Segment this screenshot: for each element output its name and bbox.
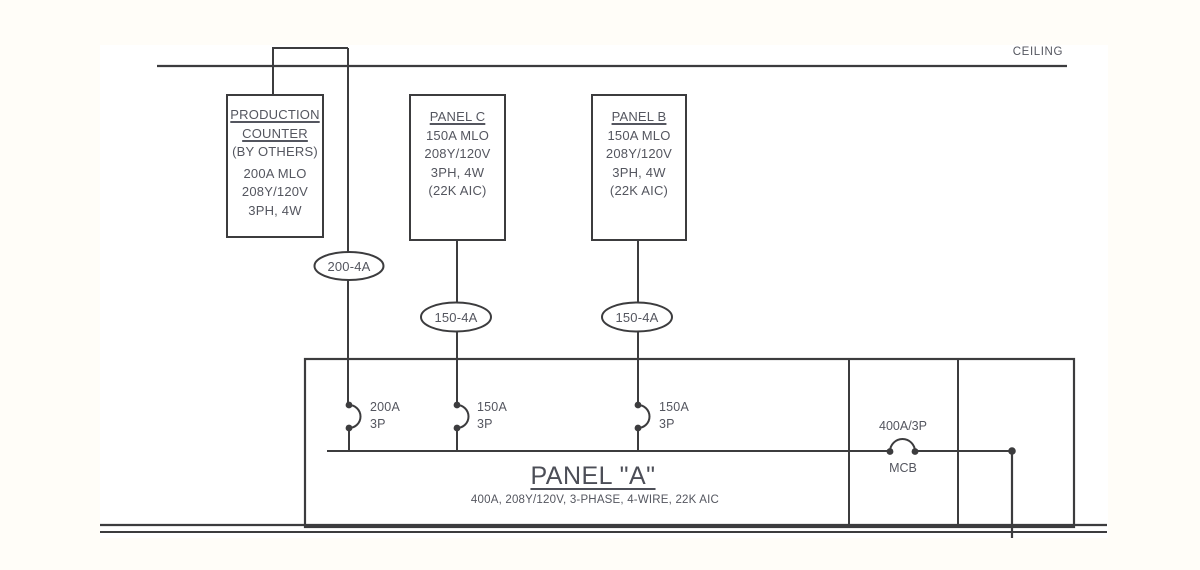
equipment-detail-line: 150A MLO bbox=[425, 127, 490, 143]
equipment-detail-line: 208Y/120V bbox=[605, 146, 673, 161]
feeder-tag-150-4a-c: 150-4A bbox=[434, 309, 478, 325]
equipment-detail-line: 3PH, 4W bbox=[612, 164, 666, 180]
equipment-detail-line: 200A MLO bbox=[243, 165, 307, 181]
feeder-tag-ellipse-200-4a bbox=[313, 251, 385, 281]
breaker-dot bbox=[453, 401, 461, 409]
equipment-title-line: COUNTER bbox=[242, 125, 308, 141]
panel-a-title: PANEL "A" bbox=[530, 462, 656, 490]
ceiling-label: CEILING bbox=[1012, 46, 1063, 58]
breaker-dot bbox=[634, 401, 642, 409]
mcb-rating-label: 400A/3P bbox=[879, 419, 927, 433]
breaker-label-150a-c: 150A 3P bbox=[477, 399, 507, 433]
production-counter-riser-jog bbox=[272, 47, 348, 95]
equipment-detail-line: 150A MLO bbox=[607, 127, 671, 143]
equipment-title-line: PANEL B bbox=[611, 109, 667, 124]
panel-b-box bbox=[591, 94, 687, 241]
mcb-label: MCB bbox=[889, 461, 917, 475]
equipment-detail-line: (22K AIC) bbox=[609, 183, 669, 198]
mcb-dot bbox=[886, 448, 894, 455]
feeder-tag-ellipse-150-4a-b bbox=[601, 301, 673, 333]
breaker-poles: 3P bbox=[370, 417, 386, 431]
breaker-dot bbox=[345, 401, 353, 409]
mcb-dot bbox=[911, 448, 919, 455]
panel-a-enclosure bbox=[303, 357, 1076, 529]
equipment-detail-line: 3PH, 4W bbox=[430, 164, 485, 180]
breaker-amps: 200A bbox=[370, 400, 400, 414]
production-counter-text: PRODUCTION COUNTER (BY OTHERS) 200A MLO … bbox=[227, 95, 323, 220]
equipment-detail-line: 208Y/120V bbox=[424, 146, 491, 161]
equipment-detail-line: (22K AIC) bbox=[428, 183, 487, 198]
equipment-title-line: PRODUCTION bbox=[230, 107, 320, 122]
breaker-label-200a: 200A 3P bbox=[370, 399, 400, 433]
equipment-detail-line: (BY OTHERS) bbox=[232, 144, 318, 159]
panel-a-subtitle: 400A, 208Y/120V, 3-PHASE, 4-WIRE, 22K AI… bbox=[470, 494, 720, 506]
panel-b-text: PANEL B 150A MLO 208Y/120V 3PH, 4W (22K … bbox=[592, 95, 686, 201]
mcb-arc bbox=[889, 438, 916, 452]
breaker-poles: 3P bbox=[659, 417, 675, 431]
panel-c-box bbox=[409, 94, 506, 241]
breaker-amps: 150A bbox=[659, 400, 689, 414]
breaker-amps: 150A bbox=[477, 400, 507, 414]
breaker-arc-150a-b bbox=[637, 404, 651, 429]
breaker-arc-200a bbox=[348, 404, 362, 429]
panel-c-text: PANEL C 150A MLO 208Y/120V 3PH, 4W (22K … bbox=[410, 95, 505, 201]
breaker-poles: 3P bbox=[477, 417, 493, 431]
equipment-detail-line: 3PH, 4W bbox=[248, 202, 302, 218]
breaker-label-150a-b: 150A 3P bbox=[659, 399, 689, 433]
production-counter-box bbox=[226, 94, 324, 238]
breaker-arc-150a-c bbox=[456, 404, 470, 429]
equipment-title-line: PANEL C bbox=[429, 109, 486, 124]
drawing-paper bbox=[100, 45, 1108, 538]
equipment-detail-line: 208Y/120V bbox=[241, 184, 309, 199]
feeder-tag-ellipse-150-4a-c bbox=[420, 301, 492, 333]
feeder-tag-150-4a-b: 150-4A bbox=[615, 309, 659, 325]
feeder-tag-200-4a: 200-4A bbox=[327, 258, 371, 274]
